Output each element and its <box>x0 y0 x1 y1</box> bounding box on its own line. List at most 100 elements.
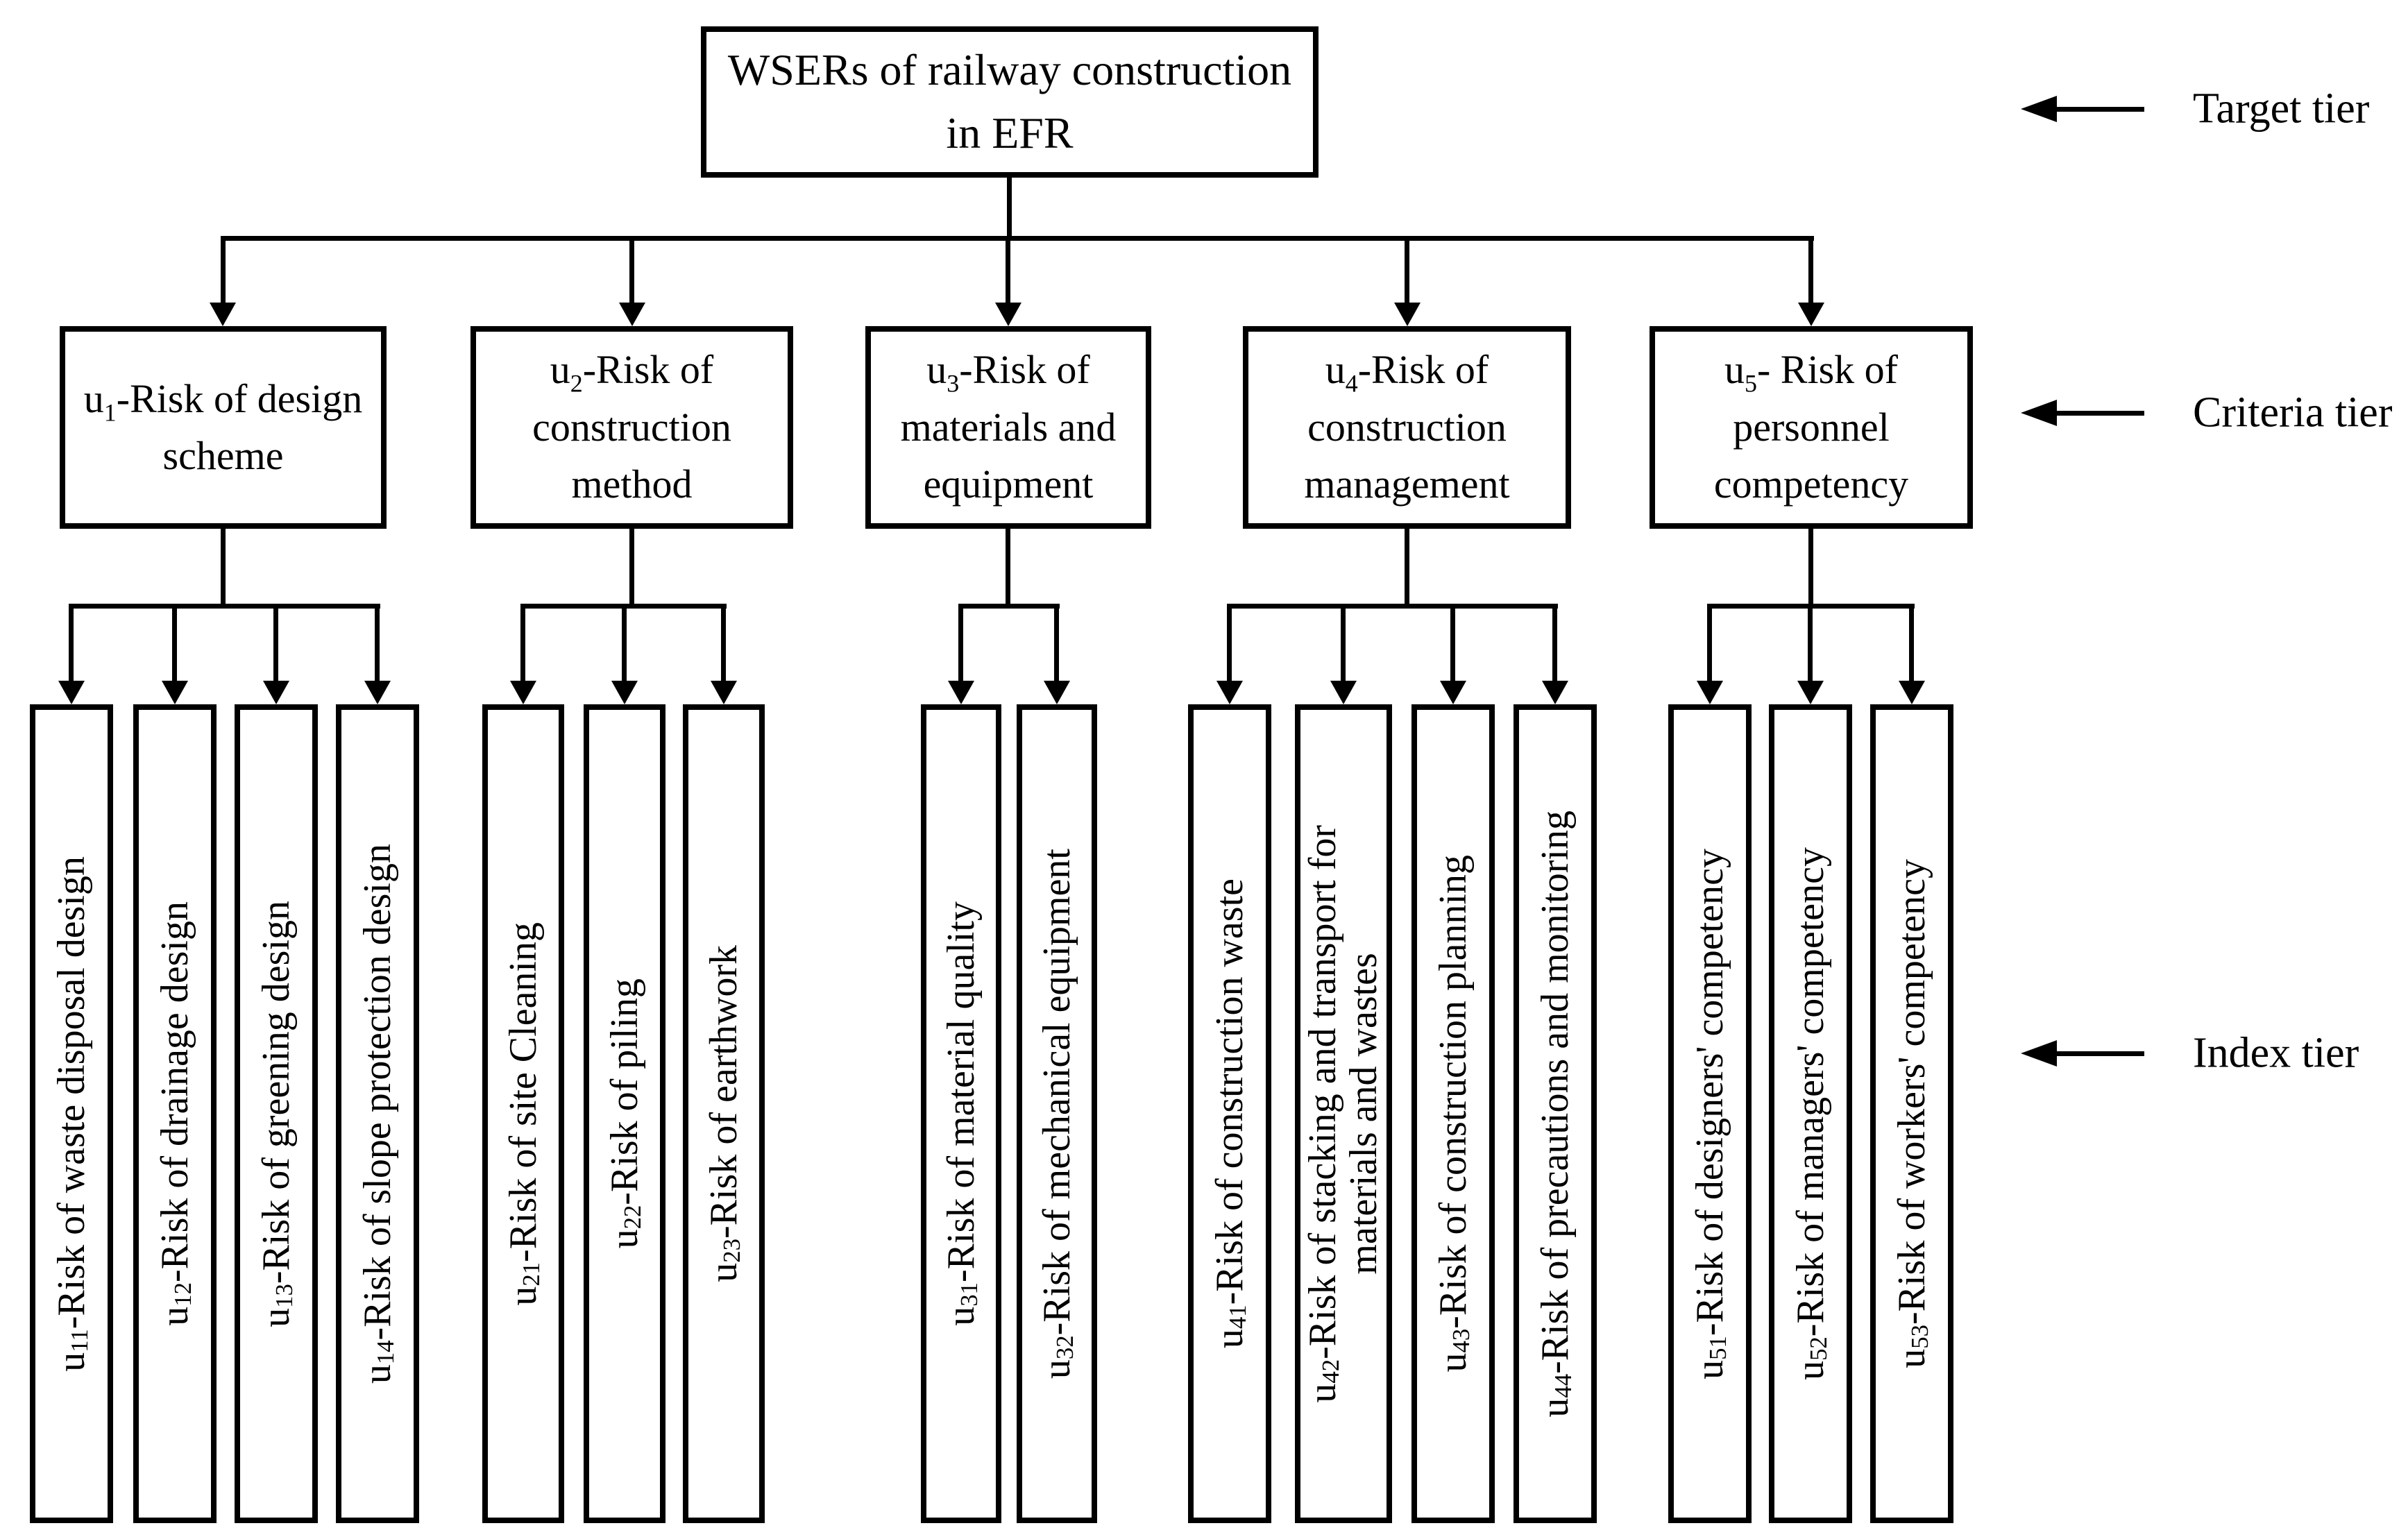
arrowhead-down-u13-icon <box>263 681 289 704</box>
criteria-node-u5-label: u5- Risk of personnel competency <box>1713 347 1909 507</box>
index-node-u22: u22-Risk of piling <box>584 704 665 1523</box>
criteria-tier-label: Criteria tier <box>2193 389 2393 436</box>
criteria-node-u1-label: u1-Risk of design scheme <box>83 375 363 478</box>
criteria-node-u1: u1-Risk of design scheme <box>60 326 387 529</box>
connector-drop-u41 <box>1227 606 1232 683</box>
index-node-u52: u52-Risk of managers' competency <box>1769 704 1852 1523</box>
index-node-u14: u14-Risk of slope protection design <box>336 704 419 1523</box>
arrowhead-down-u41-icon <box>1216 681 1243 704</box>
index-node-u32-label: u32-Risk of mechanical equipment <box>1035 848 1078 1379</box>
target-tier-arrow-icon <box>2021 96 2057 122</box>
index-node-u42-label: u42-Risk of stacking and transport for m… <box>1301 824 1385 1403</box>
index-tier-arrow-icon <box>2021 1040 2057 1067</box>
index-node-u53-label: u53-Risk of workers' competency <box>1890 859 1933 1368</box>
index-node-u42: u42-Risk of stacking and transport for m… <box>1295 704 1392 1523</box>
connector-stem-u5 <box>1808 526 1813 609</box>
connector-drop-u22 <box>622 606 627 683</box>
index-node-u12-label: u12-Risk of drainage design <box>153 901 196 1326</box>
connector-stem-u4 <box>1405 526 1409 609</box>
index-node-u51: u51-Risk of designers' competency <box>1668 704 1752 1523</box>
arrowhead-down-u21-icon <box>510 681 536 704</box>
connector-criteria-bus <box>221 236 1814 241</box>
index-node-u31-label: u31-Risk of material quality <box>939 901 983 1326</box>
target-tier-label: Target tier <box>2193 85 2370 133</box>
target-tier-arrow-line <box>2053 107 2144 112</box>
criteria-node-u4-label: u4-Risk of construction management <box>1304 347 1510 507</box>
index-node-u23-label: u23-Risk of earthwork <box>702 945 745 1282</box>
connector-drop-u31 <box>958 606 963 683</box>
index-node-u32: u32-Risk of mechanical equipment <box>1017 704 1097 1523</box>
connector-bus-u4 <box>1227 604 1558 609</box>
arrowhead-down-u52-icon <box>1797 681 1824 704</box>
index-node-u52-label: u52-Risk of managers' competency <box>1788 847 1832 1380</box>
connector-stem-u3 <box>1006 526 1010 609</box>
index-node-u13: u13-Risk of greening design <box>235 704 318 1523</box>
index-node-u11: u11-Risk of waste disposal design <box>30 704 113 1523</box>
connector-drop-u1 <box>221 238 226 305</box>
connector-drop-u23 <box>721 606 726 683</box>
connector-bus-u5 <box>1707 604 1915 609</box>
index-node-u21-label: u21-Risk of site Cleaning <box>501 922 545 1306</box>
connector-drop-u12 <box>172 606 177 683</box>
target-node-label: WSERs of railway construction in EFR <box>727 45 1292 158</box>
index-node-u53: u53-Risk of workers' competency <box>1870 704 1953 1523</box>
connector-drop-u21 <box>520 606 525 683</box>
index-node-u43: u43-Risk of construction planning <box>1411 704 1495 1523</box>
arrowhead-down-u42-icon <box>1330 681 1357 704</box>
connector-drop-u52 <box>1808 606 1813 683</box>
criteria-tier-arrow-line <box>2053 411 2144 416</box>
connector-drop-u13 <box>273 606 278 683</box>
arrowhead-down-u53-icon <box>1899 681 1925 704</box>
criteria-node-u3-label: u3-Risk of materials and equipment <box>900 347 1117 507</box>
index-node-u11-label: u11-Risk of waste disposal design <box>49 856 93 1372</box>
index-node-u51-label: u51-Risk of designers' competency <box>1688 848 1731 1379</box>
connector-drop-u5 <box>1808 238 1813 305</box>
criteria-node-u2-label: u2-Risk of construction method <box>532 347 731 507</box>
connector-drop-u4 <box>1405 238 1409 305</box>
arrowhead-down-u23-icon <box>711 681 737 704</box>
connector-drop-u14 <box>375 606 380 683</box>
connector-drop-u51 <box>1707 606 1712 683</box>
index-node-u44-label: u44-Risk of precautions and monitoring <box>1533 810 1577 1418</box>
arrowhead-down-u2-icon <box>619 303 645 326</box>
connector-drop-u44 <box>1552 606 1557 683</box>
index-node-u44: u44-Risk of precautions and monitoring <box>1514 704 1597 1523</box>
connector-drop-u11 <box>69 606 74 683</box>
connector-drop-u43 <box>1450 606 1455 683</box>
criteria-tier-arrow-icon <box>2021 400 2057 426</box>
connector-stem-u1 <box>221 526 226 609</box>
arrowhead-down-u4-icon <box>1394 303 1421 326</box>
arrowhead-down-u32-icon <box>1044 681 1070 704</box>
connector-drop-u42 <box>1341 606 1346 683</box>
index-node-u23: u23-Risk of earthwork <box>683 704 765 1523</box>
index-node-u14-label: u14-Risk of slope protection design <box>355 843 399 1384</box>
criteria-node-u4: u4-Risk of construction management <box>1243 326 1571 529</box>
arrowhead-down-u12-icon <box>162 681 188 704</box>
index-node-u41-label: u41-Risk of construction waste <box>1207 878 1251 1349</box>
index-tier-label: Index tier <box>2193 1029 2359 1077</box>
arrowhead-down-u3-icon <box>995 303 1021 326</box>
arrowhead-down-u11-icon <box>58 681 85 704</box>
arrowhead-down-u31-icon <box>948 681 974 704</box>
connector-drop-u3 <box>1006 238 1010 305</box>
criteria-node-u3: u3-Risk of materials and equipment <box>865 326 1151 529</box>
arrowhead-down-u51-icon <box>1697 681 1723 704</box>
arrowhead-down-u14-icon <box>364 681 391 704</box>
connector-drop-u32 <box>1054 606 1059 683</box>
index-node-u22-label: u22-Risk of piling <box>602 978 646 1249</box>
connector-bus-u3 <box>958 604 1060 609</box>
arrowhead-down-u43-icon <box>1440 681 1466 704</box>
connector-bus-u2 <box>520 604 727 609</box>
criteria-node-u5: u5- Risk of personnel competency <box>1650 326 1973 529</box>
index-node-u31: u31-Risk of material quality <box>921 704 1001 1523</box>
index-node-u21: u21-Risk of site Cleaning <box>482 704 564 1523</box>
connector-target-stem <box>1007 175 1012 241</box>
arrowhead-down-u22-icon <box>611 681 638 704</box>
connector-drop-u53 <box>1909 606 1914 683</box>
connector-bus-u1 <box>69 604 380 609</box>
index-node-u12: u12-Risk of drainage design <box>133 704 217 1523</box>
connector-drop-u2 <box>629 238 634 305</box>
arrowhead-down-u44-icon <box>1542 681 1568 704</box>
target-node: WSERs of railway construction in EFR <box>701 26 1319 178</box>
